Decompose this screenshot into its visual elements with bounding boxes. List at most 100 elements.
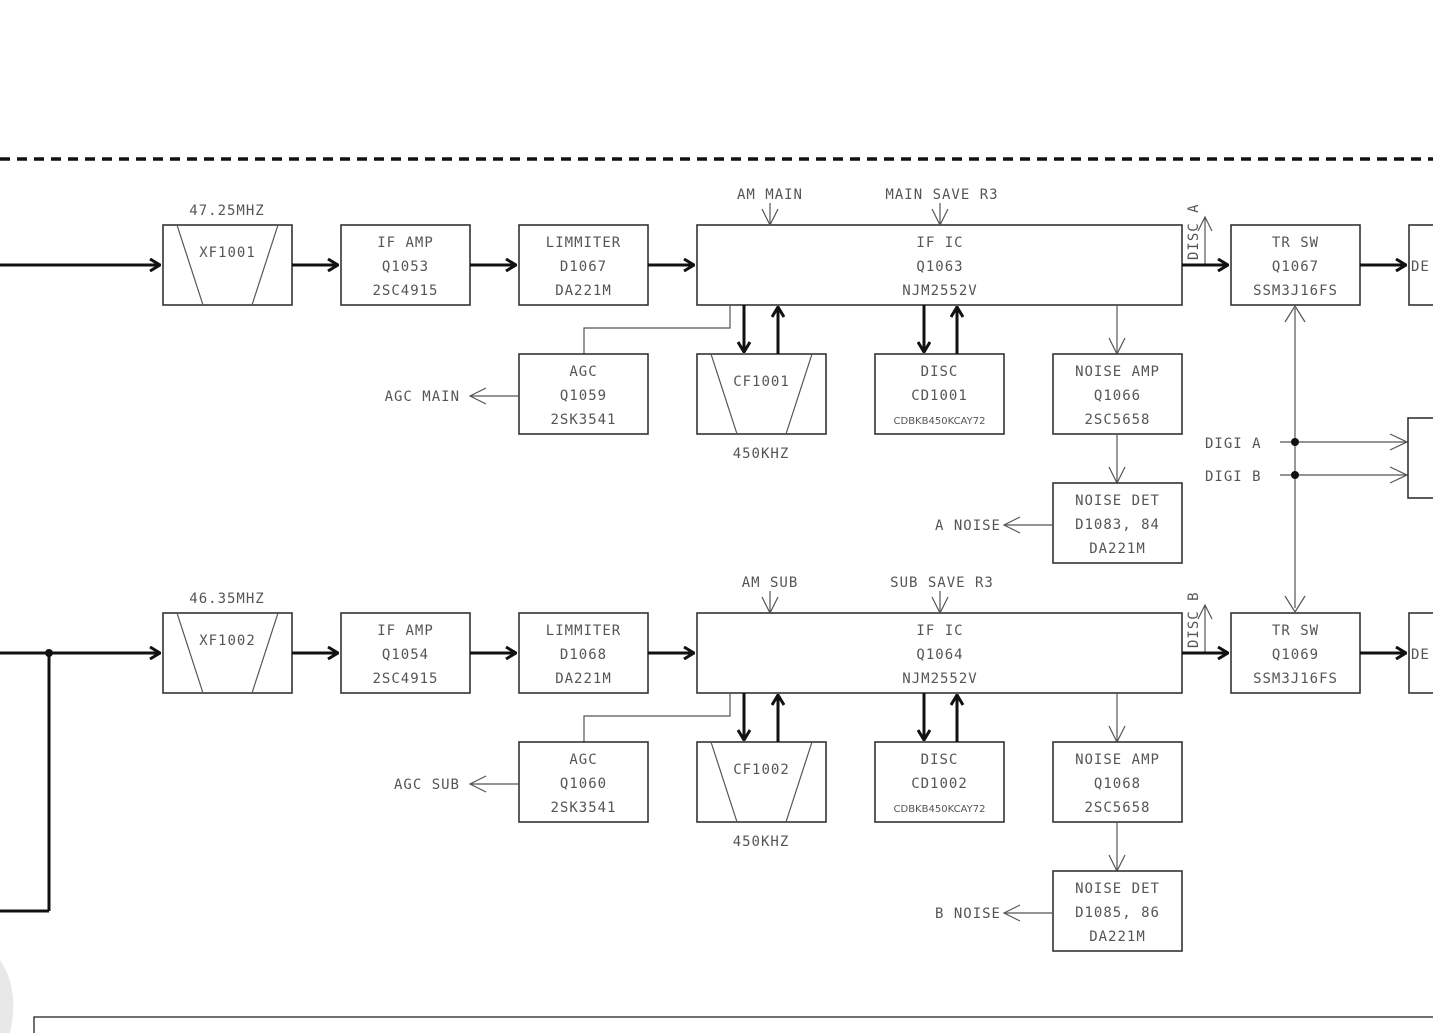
limiter-block <box>518 224 649 306</box>
if-ic-line: IF IC <box>916 235 963 251</box>
disc-output-label: DISC A <box>1186 203 1202 260</box>
junction-dot <box>1291 471 1299 479</box>
limiter-block <box>518 612 649 694</box>
agc-block-line: Q1060 <box>560 776 607 792</box>
xtal-filter-freq: 47.25MHZ <box>189 203 264 219</box>
arrow-head-left-icon <box>468 775 487 793</box>
if-amp-block-line: 2SC4915 <box>372 671 438 687</box>
tr-sw-block-line: SSM3J16FS <box>1253 671 1338 687</box>
limiter-block-line: D1067 <box>560 259 607 275</box>
digi-a-label: DIGI A <box>1205 436 1262 452</box>
if-ic-block <box>696 612 1183 694</box>
demod-block <box>1408 612 1433 694</box>
agc-block <box>518 741 649 823</box>
noise-det-block-line: NOISE DET <box>1075 881 1160 897</box>
demod-block-label: DE <box>1411 259 1430 275</box>
noise-det-block-line: D1083, 84 <box>1075 517 1160 533</box>
xtal-filter-xf1002-trapezoid-symbol <box>176 612 279 694</box>
arrow-head-left-icon <box>468 387 487 405</box>
xtal-filter-xf1002 <box>162 612 293 694</box>
if-amp-block-line: IF AMP <box>377 623 434 639</box>
agc-feedback-line <box>583 693 731 742</box>
limiter-block-line: DA221M <box>555 283 612 299</box>
agc-block-line: Q1059 <box>560 388 607 404</box>
noise-amp-block-line: Q1068 <box>1094 776 1141 792</box>
tr-sw-block-line: Q1069 <box>1272 647 1319 663</box>
if-amp-block-line: IF AMP <box>377 235 434 251</box>
discriminator-block-line: CDBKB450KCAY72 <box>894 416 986 427</box>
arrow-head-down-icon <box>761 596 779 615</box>
tr-sw-block <box>1230 612 1361 694</box>
digi-control-lines <box>1280 304 1433 614</box>
title-block-frame <box>33 1016 1433 1033</box>
disc-output-label: DISC B <box>1186 591 1202 648</box>
if-amp-block <box>340 224 471 306</box>
ceramic-filter-cf1001-trapezoid-symbol <box>710 353 813 435</box>
demod-block-label: DE <box>1411 647 1430 663</box>
if-ic-line: Q1064 <box>916 647 963 663</box>
xtal-filter-xf1001-trapezoid-symbol <box>176 224 279 306</box>
ceramic-filter-cf1002-label: CF1002 <box>733 762 790 778</box>
noise-det-block <box>1052 482 1183 564</box>
noise-amp-block-line: NOISE AMP <box>1075 752 1160 768</box>
xtal-filter-freq: 46.35MHZ <box>189 591 264 607</box>
discriminator-block-line: DISC <box>921 752 959 768</box>
discriminator-block-line: DISC <box>921 364 959 380</box>
agc-block-line: 2SK3541 <box>550 412 616 428</box>
noise-output-label: B NOISE <box>935 906 1001 922</box>
ceramic-filter-freq: 450KHZ <box>733 834 790 850</box>
limiter-block-line: DA221M <box>555 671 612 687</box>
discriminator-block <box>874 353 1005 435</box>
junction-dot <box>45 649 53 657</box>
arrow-head-down-icon <box>761 208 779 227</box>
arrow-head-left-icon <box>1002 904 1021 922</box>
tr-sw-block-line: TR SW <box>1272 623 1319 639</box>
limiter-block-line: D1068 <box>560 647 607 663</box>
if-ic-input-label: SUB SAVE R3 <box>890 575 994 591</box>
agc-output-label: AGC SUB <box>394 777 460 793</box>
if-amp-block-line: Q1053 <box>382 259 429 275</box>
if-ic-line: Q1063 <box>916 259 963 275</box>
agc-block <box>518 353 649 435</box>
if-amp-block-line: 2SC4915 <box>372 283 438 299</box>
input-feed-lines <box>0 265 160 913</box>
if-ic-line: NJM2552V <box>902 671 977 687</box>
noise-amp-block <box>1052 353 1183 435</box>
noise-amp-block-line: NOISE AMP <box>1075 364 1160 380</box>
if-ic-input-label: AM MAIN <box>737 187 803 203</box>
noise-det-block-line: D1085, 86 <box>1075 905 1160 921</box>
digi-receiver-block <box>1407 417 1433 499</box>
noise-amp-block <box>1052 741 1183 823</box>
agc-feedback-line <box>583 305 731 354</box>
ceramic-filter-cf1001 <box>696 353 827 435</box>
if-ic-input-label: AM SUB <box>742 575 799 591</box>
discriminator-block-line: CD1002 <box>911 776 968 792</box>
tr-sw-block-line: SSM3J16FS <box>1253 283 1338 299</box>
limiter-block-line: LIMMITER <box>546 235 621 251</box>
if-ic-line: NJM2552V <box>902 283 977 299</box>
if-ic-input-label: MAIN SAVE R3 <box>885 187 998 203</box>
noise-det-block-line: DA221M <box>1089 929 1146 945</box>
noise-amp-block-line: Q1066 <box>1094 388 1141 404</box>
arrow-head-down-icon <box>931 208 949 227</box>
xtal-filter-xf1001-label: XF1001 <box>199 245 256 261</box>
discriminator-block-line: CD1001 <box>911 388 968 404</box>
tr-sw-block-line: Q1067 <box>1272 259 1319 275</box>
xtal-filter-xf1002-label: XF1002 <box>199 633 256 649</box>
noise-det-block-line: NOISE DET <box>1075 493 1160 509</box>
noise-output-label: A NOISE <box>935 518 1001 534</box>
noise-amp-block-line: 2SC5658 <box>1084 800 1150 816</box>
if-ic-line: IF IC <box>916 623 963 639</box>
demod-block <box>1408 224 1433 306</box>
channel-main: 47.25MHZ XF1001 IF AMP Q1053 2SC4915 LIMMITER… <box>162 187 1433 564</box>
ceramic-filter-freq: 450KHZ <box>733 446 790 462</box>
ceramic-filter-cf1002 <box>696 741 827 823</box>
noise-amp-block-line: 2SC5658 <box>1084 412 1150 428</box>
arrow-head-up-icon <box>1197 215 1213 232</box>
agc-block-line: AGC <box>569 752 597 768</box>
if-amp-block <box>340 612 471 694</box>
discriminator-block <box>874 741 1005 823</box>
noise-det-block-line: DA221M <box>1089 541 1146 557</box>
